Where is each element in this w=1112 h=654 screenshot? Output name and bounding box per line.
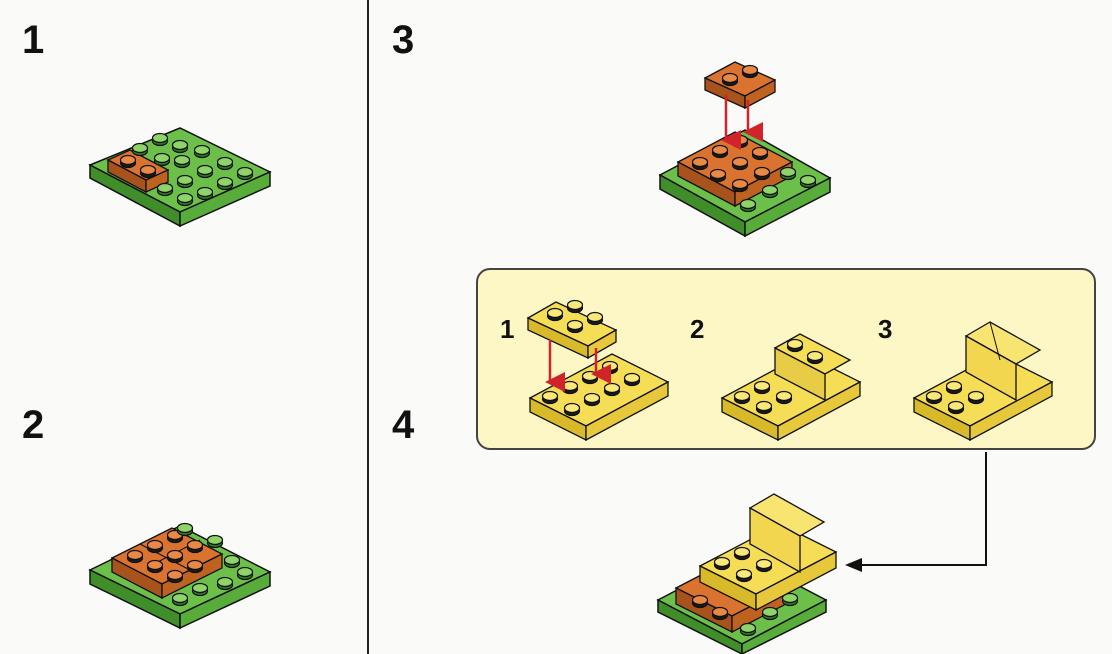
inset-sub2-model [720,333,862,442]
column-divider [367,0,369,654]
inset-sub3-model [912,321,1054,442]
step3-model [658,61,832,238]
inset-sub1-model [526,299,670,442]
inset-substep-number-1: 1 [500,314,515,344]
inset-substep-number-2: 2 [690,314,705,344]
step-number-4: 4 [392,403,415,447]
step4-model [656,493,838,654]
step1-model [88,127,272,228]
step-number-3: 3 [392,18,415,62]
step-number-2: 2 [22,403,45,447]
inset-substep-number-3: 3 [878,314,893,344]
step2-model [88,522,272,630]
step-number-1: 1 [22,18,45,62]
